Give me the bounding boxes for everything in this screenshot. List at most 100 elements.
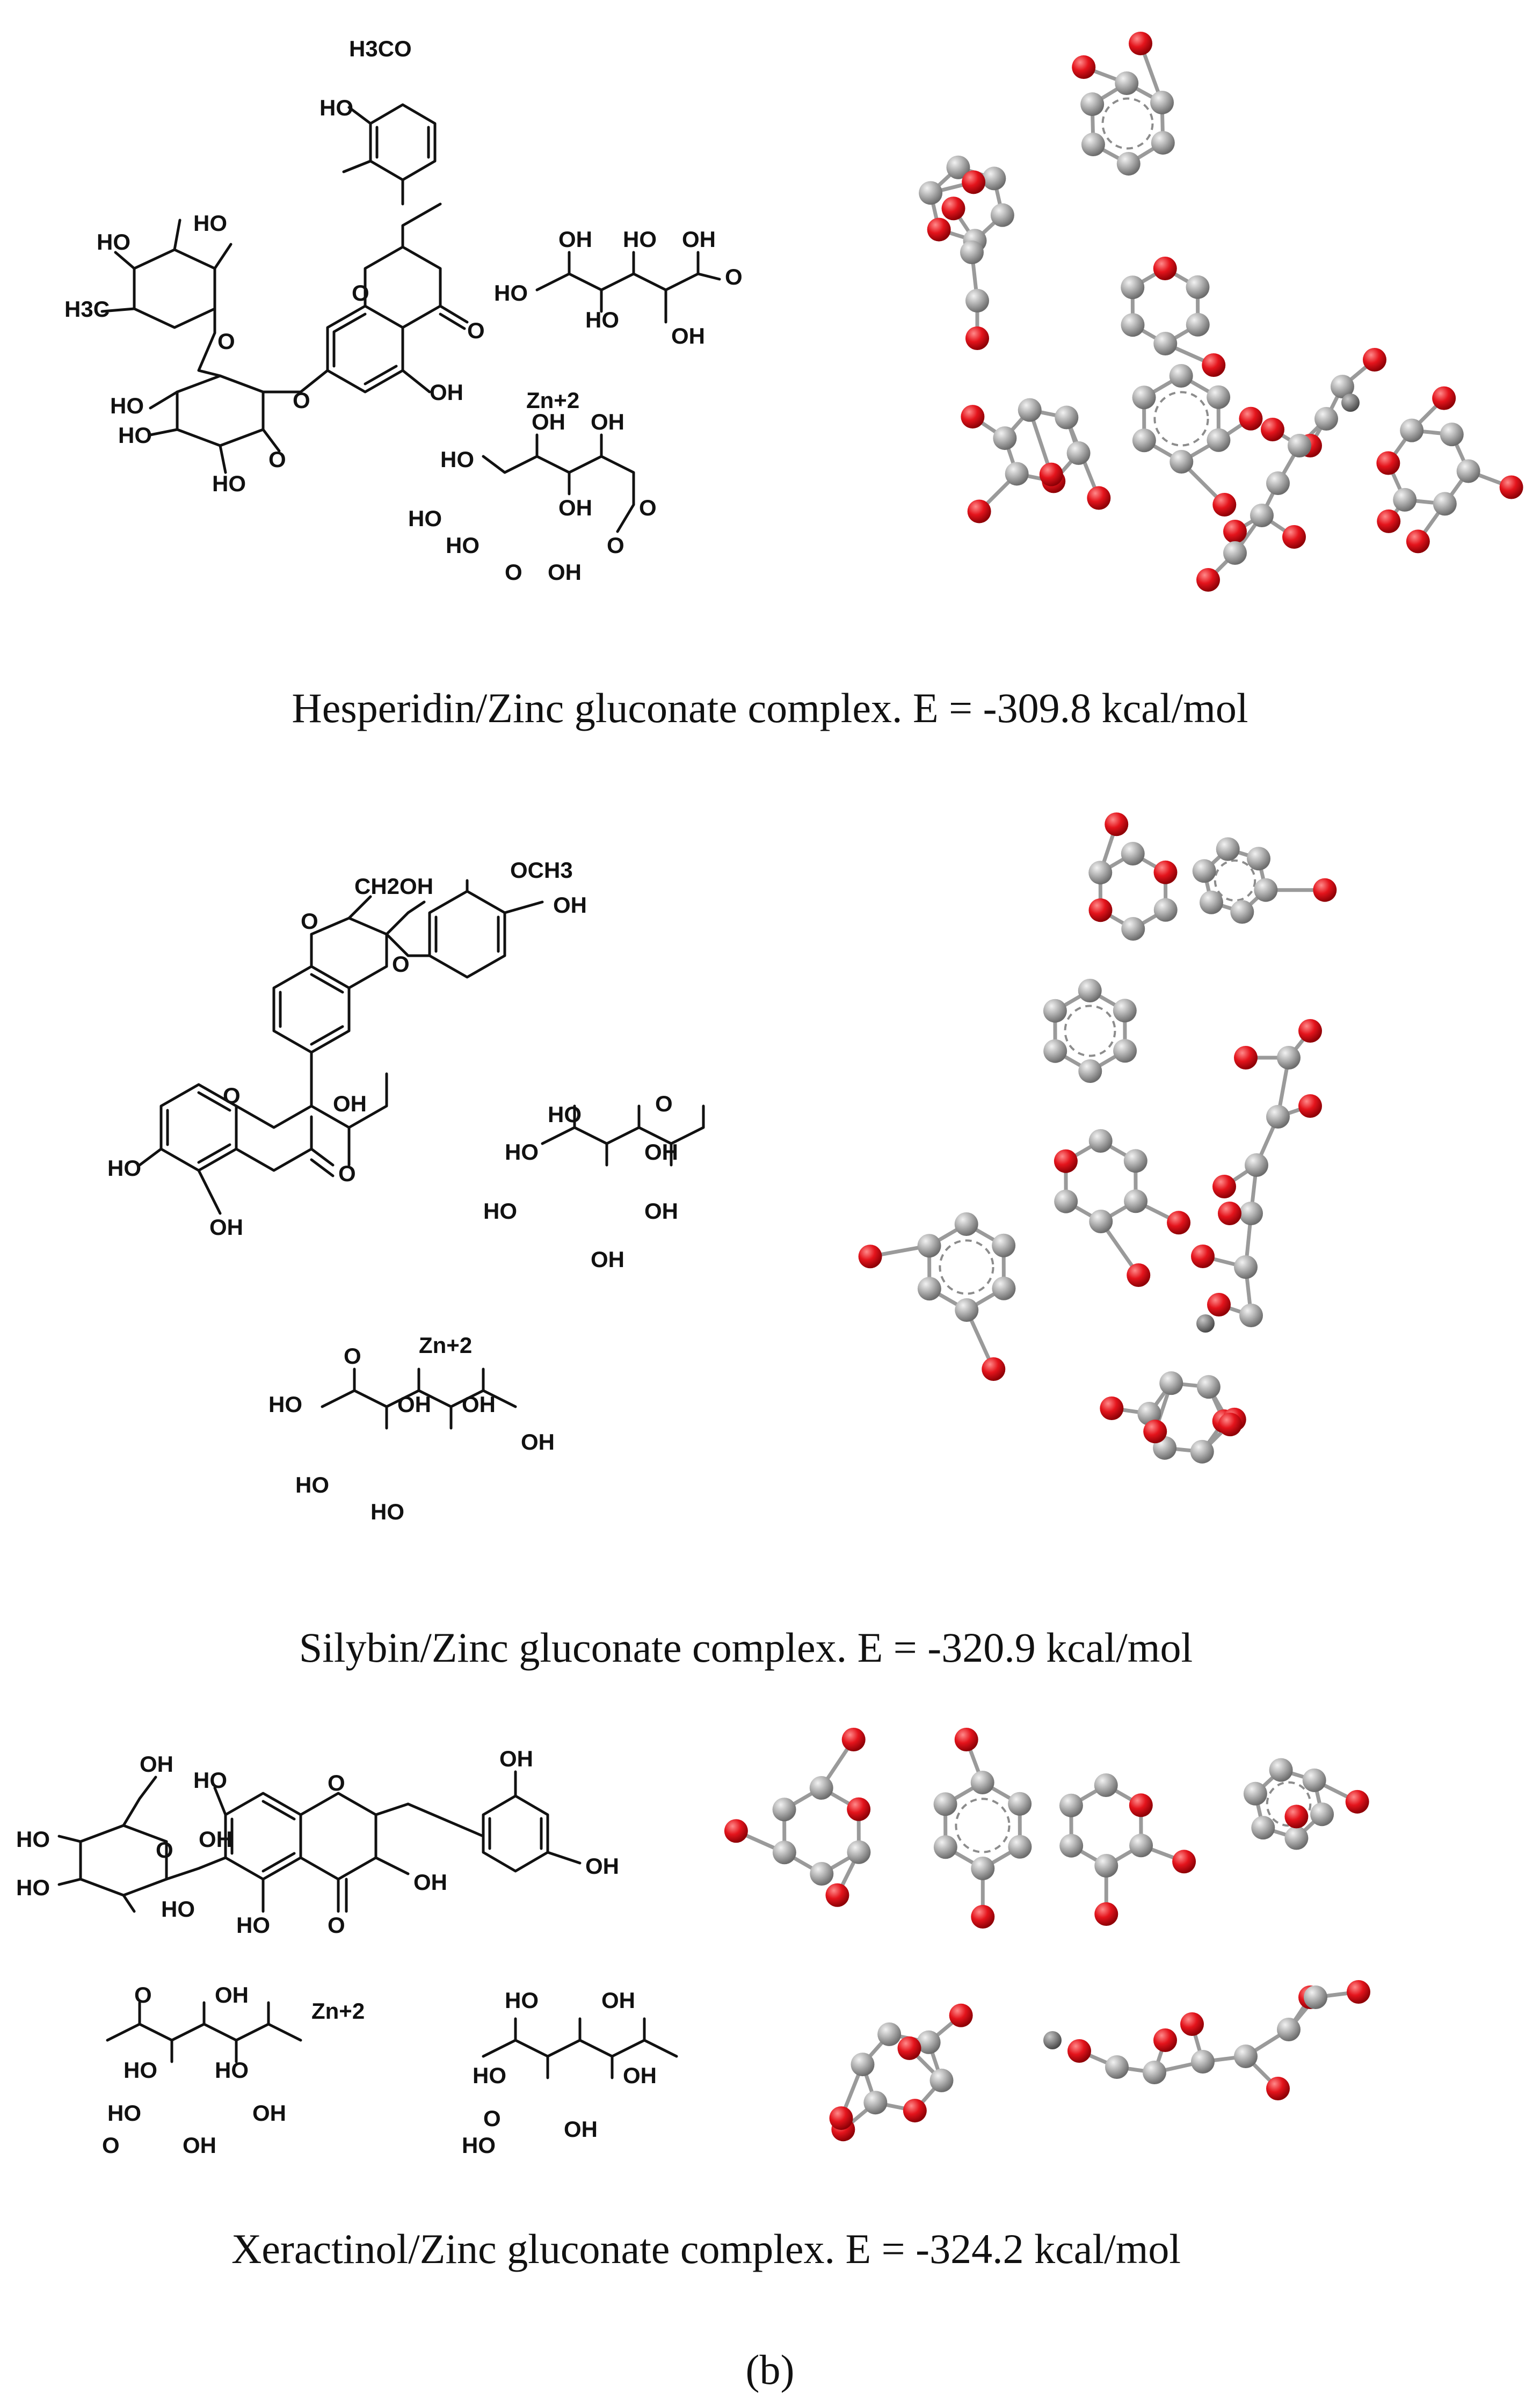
carbon-atom bbox=[1121, 842, 1145, 866]
carbon-atom bbox=[955, 1298, 979, 1322]
atom-label: HO bbox=[440, 447, 474, 472]
atom-label: O bbox=[328, 1912, 345, 1938]
atom-label: HO bbox=[110, 393, 144, 418]
carbon-atom bbox=[1186, 312, 1210, 337]
carbon-atom bbox=[1054, 1189, 1078, 1213]
oxygen-atom bbox=[1196, 568, 1220, 592]
atom-label: OH bbox=[558, 495, 592, 520]
carbon-atom bbox=[1288, 434, 1311, 457]
oxygen-atom bbox=[903, 2099, 927, 2123]
hesperidin-2d-labels: H3CO HO HO HO H3C O O O O HO HO HO O OH … bbox=[64, 36, 743, 585]
atom-label: O bbox=[467, 318, 485, 343]
atom-label: OH bbox=[521, 1429, 555, 1454]
carbon-atom bbox=[1230, 900, 1254, 924]
atom-label: HO bbox=[462, 2133, 496, 2158]
carbon-atom bbox=[1266, 1105, 1290, 1129]
atom-label: OH bbox=[564, 2116, 598, 2142]
carbon-atom bbox=[1304, 1985, 1327, 2009]
atom-label: HO bbox=[408, 506, 442, 531]
carbon-atom bbox=[992, 1233, 1016, 1257]
atom-label: OH bbox=[183, 2133, 216, 2158]
hesperidin-3d-model bbox=[919, 31, 1523, 592]
carbon-atom bbox=[1277, 2018, 1301, 2041]
carbon-atom bbox=[1113, 1039, 1137, 1063]
carbon-atom bbox=[1005, 462, 1029, 486]
xeractinol-2d-structure bbox=[57, 1770, 678, 2079]
caption-hesperidin: Hesperidin/Zinc gluconate complex. E = -… bbox=[292, 685, 1248, 731]
oxygen-atom bbox=[1207, 1293, 1231, 1316]
oxygen-atom bbox=[1087, 486, 1111, 510]
carbon-atom bbox=[1088, 861, 1113, 885]
atom-label: HO bbox=[446, 533, 480, 558]
oxygen-atom bbox=[1129, 31, 1153, 55]
carbon-atom bbox=[1143, 2061, 1166, 2084]
oxygen-atom bbox=[1167, 1211, 1191, 1235]
carbon-atom bbox=[1254, 878, 1278, 902]
atom-label: O bbox=[725, 264, 743, 289]
atom-label: O bbox=[639, 495, 657, 520]
oxygen-atom bbox=[1105, 812, 1129, 836]
atom-label: OH bbox=[397, 1392, 431, 1417]
carbon-atom bbox=[1284, 1826, 1309, 1850]
atom-label: OH bbox=[601, 1988, 635, 2013]
oxygen-atom bbox=[1039, 462, 1063, 486]
atom-label: HO bbox=[494, 280, 528, 305]
oxygen-atom bbox=[1218, 1202, 1241, 1225]
atom-label: H3CO bbox=[349, 36, 412, 61]
atom-label: O bbox=[223, 1083, 241, 1108]
carbon-atom bbox=[1081, 133, 1105, 157]
atom-label: OH bbox=[682, 227, 716, 252]
carbon-atom bbox=[1169, 364, 1193, 388]
carbon-atom bbox=[1239, 1304, 1263, 1327]
carbon-atom bbox=[847, 1840, 871, 1864]
carbon-atom bbox=[1137, 1402, 1161, 1426]
atom-label: OH bbox=[209, 1214, 243, 1240]
oxygen-atom bbox=[1284, 1805, 1309, 1829]
carbon-atom bbox=[851, 2053, 875, 2077]
carbon-atom bbox=[992, 1276, 1016, 1300]
carbon-atom bbox=[1121, 275, 1145, 300]
carbon-atom bbox=[809, 1776, 833, 1800]
atom-label: HO bbox=[505, 1988, 539, 2013]
carbon-atom bbox=[1314, 407, 1338, 431]
xeractinol-3d-model bbox=[724, 1728, 1370, 2142]
carbon-atom bbox=[993, 426, 1017, 450]
oxygen-atom bbox=[1234, 1046, 1258, 1070]
atom-label: OH bbox=[644, 1198, 678, 1224]
oxygen-atom bbox=[1212, 492, 1237, 516]
oxygen-atom bbox=[982, 1357, 1006, 1381]
atom-label: OH bbox=[558, 227, 592, 252]
carbon-atom bbox=[1302, 1768, 1326, 1792]
oxygen-atom bbox=[847, 1797, 871, 1821]
oxygen-atom bbox=[829, 2106, 853, 2130]
oxygen-atom bbox=[949, 2003, 973, 2027]
atom-label: O bbox=[268, 447, 286, 472]
carbon-atom bbox=[1245, 1153, 1268, 1177]
oxygen-atom bbox=[1153, 257, 1177, 281]
atom-label: OH bbox=[140, 1751, 173, 1777]
carbon-atom bbox=[1243, 1781, 1267, 1806]
atom-label: OH bbox=[671, 323, 705, 348]
carbon-atom bbox=[877, 2022, 902, 2046]
zinc-atom bbox=[1043, 2031, 1062, 2049]
atom-label: HO bbox=[107, 2100, 141, 2126]
atom-label: O bbox=[607, 533, 624, 558]
oxygen-atom bbox=[1406, 529, 1430, 554]
zinc-atom bbox=[1196, 1314, 1215, 1333]
carbon-atom bbox=[1080, 92, 1105, 117]
carbon-atom bbox=[1192, 859, 1216, 883]
carbon-atom bbox=[1207, 385, 1231, 409]
carbon-atom bbox=[863, 2091, 888, 2115]
oxygen-atom bbox=[1376, 451, 1400, 475]
atom-label: HO bbox=[193, 210, 227, 236]
oxygen-atom bbox=[1212, 1175, 1236, 1198]
atom-label: OH bbox=[252, 2100, 286, 2126]
oxygen-atom bbox=[1088, 898, 1113, 922]
carbon-atom bbox=[810, 1861, 834, 1886]
oxygen-atom bbox=[1377, 509, 1401, 533]
oxygen-atom bbox=[724, 1819, 748, 1843]
atom-label: O bbox=[505, 559, 522, 585]
carbon-atom bbox=[1159, 1371, 1183, 1395]
atom-label: O bbox=[102, 2133, 120, 2158]
atom-label: HO bbox=[97, 229, 130, 254]
